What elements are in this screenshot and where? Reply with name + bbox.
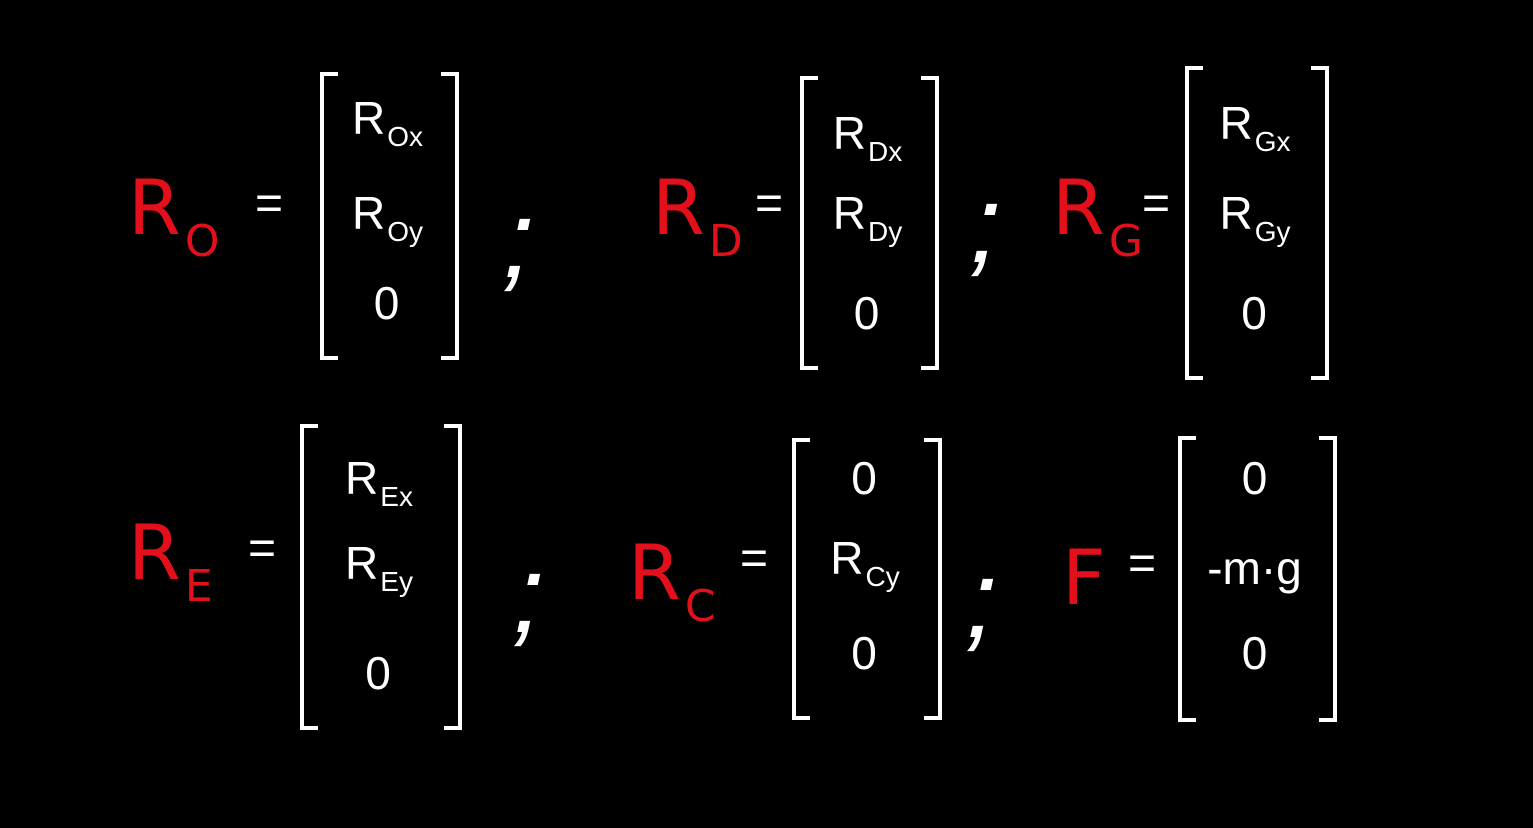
- entry-main: 0: [365, 647, 391, 699]
- equals-sign: =: [1128, 537, 1157, 590]
- symbol-subscript: G: [1108, 216, 1143, 267]
- vector-symbol: RC: [628, 535, 716, 629]
- left-bracket: [800, 76, 818, 370]
- entry-main: 0: [851, 452, 877, 504]
- equals-sign: =: [755, 177, 784, 230]
- matrix-entry: 0: [808, 290, 928, 336]
- entry-subscript: Ey: [380, 566, 413, 597]
- left-bracket: [1185, 66, 1203, 380]
- left-bracket: [320, 72, 338, 360]
- entry-subscript: Dy: [868, 216, 903, 247]
- vector-symbol: RO: [128, 170, 219, 264]
- left-bracket: [300, 424, 318, 730]
- semicolon: ;: [955, 538, 1012, 661]
- entry-main: R: [1219, 187, 1253, 239]
- vector-symbol: RD: [652, 170, 743, 264]
- symbol-letter: F: [1062, 533, 1106, 622]
- vector-symbol: RE: [128, 515, 213, 609]
- entry-subscript: Gy: [1254, 216, 1291, 247]
- entry-subscript: Ox: [387, 121, 423, 152]
- entry-main: R: [1219, 97, 1253, 149]
- entry-subscript: Gx: [1254, 126, 1291, 157]
- vector-symbol: RG: [1052, 170, 1143, 264]
- vector-symbol: F: [1062, 540, 1110, 616]
- entry-main: 0: [1241, 287, 1267, 339]
- symbol-letter: R: [628, 528, 681, 617]
- entry-main: 0: [1241, 452, 1268, 504]
- symbol-subscript: O: [184, 216, 220, 267]
- entry-main: R: [832, 187, 866, 239]
- symbol-letter: R: [1052, 163, 1105, 252]
- matrix-entry: 0: [805, 630, 925, 676]
- symbol-subscript: E: [184, 561, 213, 612]
- left-bracket: [1178, 436, 1196, 722]
- entry-main: 0: [373, 277, 400, 329]
- matrix-entry: 0: [319, 650, 439, 696]
- right-bracket: [924, 438, 942, 720]
- matrix-entry: 0: [1195, 290, 1315, 336]
- matrix-entry: -m·g: [1196, 545, 1316, 591]
- entry-main: R: [830, 532, 864, 584]
- entry-main: R: [345, 452, 379, 504]
- left-bracket: [792, 438, 810, 720]
- matrix-entry: RCy: [805, 532, 925, 591]
- semicolon: ;: [492, 178, 549, 301]
- equals-sign: =: [255, 177, 284, 230]
- entry-main: R: [832, 107, 866, 159]
- symbol-letter: R: [128, 508, 181, 597]
- entry-main: R: [351, 92, 386, 144]
- semicolon: ;: [502, 533, 559, 656]
- right-bracket: [921, 76, 939, 370]
- matrix-entry: RDy: [808, 187, 928, 246]
- entry-main: R: [351, 187, 386, 239]
- symbol-letter: R: [128, 163, 181, 252]
- entry-main: 0: [1241, 627, 1268, 679]
- entry-subscript: Dx: [868, 136, 903, 167]
- entry-main: 0: [853, 287, 880, 339]
- right-bracket: [444, 424, 462, 730]
- entry-subscript: Oy: [387, 216, 423, 247]
- entry-main: R: [345, 537, 379, 589]
- symbol-subscript: D: [708, 216, 743, 267]
- symbol-subscript: C: [684, 581, 716, 632]
- entry-main: 0: [851, 627, 877, 679]
- matrix-entry: 0: [1196, 455, 1316, 501]
- matrix-entry: REy: [319, 537, 439, 596]
- symbol-letter: R: [652, 163, 705, 252]
- matrix-entry: 0: [1196, 630, 1316, 676]
- matrix-entry: RGx: [1195, 97, 1315, 156]
- equals-sign: =: [1142, 177, 1171, 230]
- matrix-entry: REx: [319, 452, 439, 511]
- entry-subscript: Ex: [380, 481, 413, 512]
- matrix-entry: ROy: [328, 187, 448, 246]
- right-bracket: [1319, 436, 1337, 722]
- equals-sign: =: [248, 522, 277, 575]
- right-bracket: [1311, 66, 1329, 380]
- matrix-entry: RGy: [1195, 187, 1315, 246]
- entry-main: -m·g: [1207, 542, 1302, 594]
- matrix-entry: 0: [805, 455, 925, 501]
- entry-subscript: Cy: [865, 561, 900, 592]
- right-bracket: [441, 72, 459, 360]
- equals-sign: =: [740, 532, 769, 585]
- matrix-entry: RDx: [808, 107, 928, 166]
- semicolon: ;: [959, 163, 1016, 286]
- matrix-entry: ROx: [328, 92, 448, 151]
- matrix-entry: 0: [328, 280, 448, 326]
